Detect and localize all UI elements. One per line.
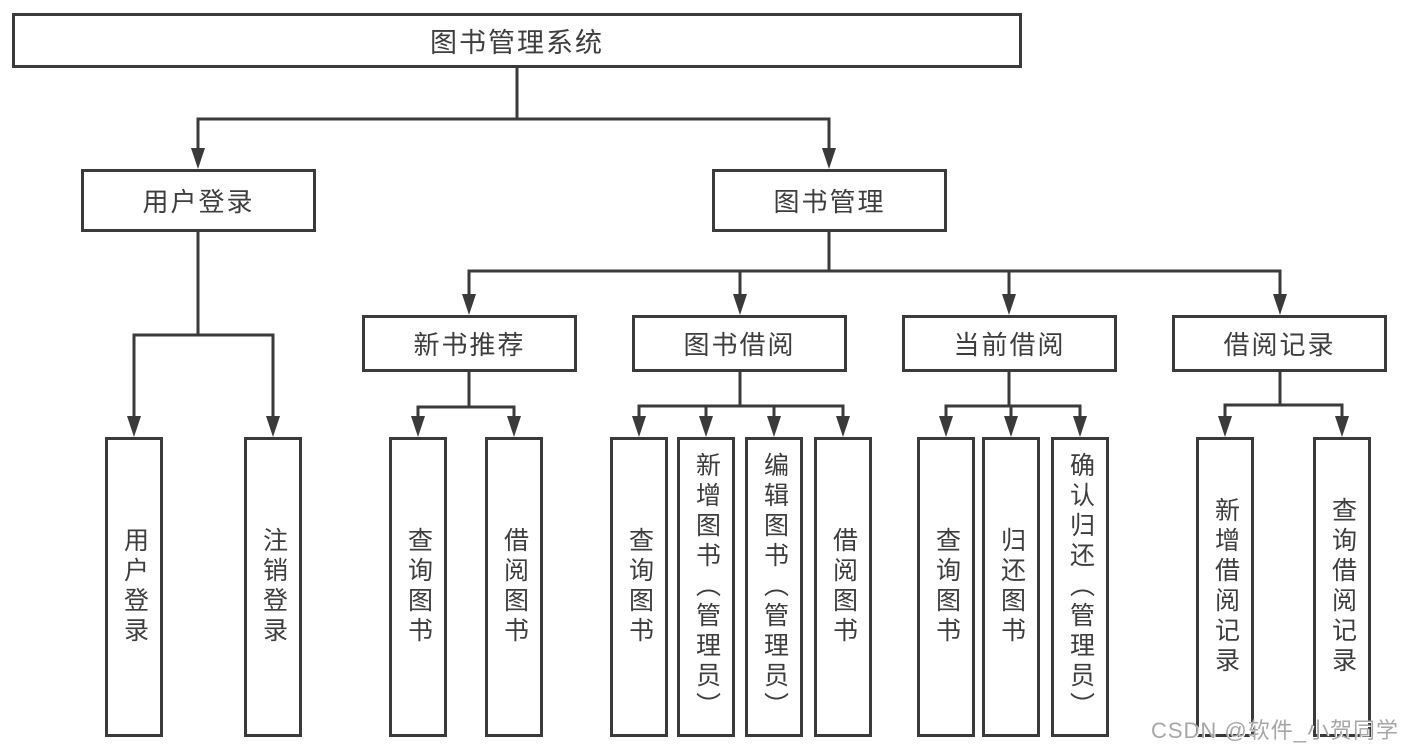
leaf-recommend-borrow-book: 借阅图书	[485, 437, 543, 737]
node-current-borrow: 当前借阅	[902, 315, 1117, 372]
leaf-record-query: 查询借阅记录	[1313, 437, 1371, 737]
node-label: 编辑图书（管理员）	[760, 452, 789, 722]
node-new-book-recommend: 新书推荐	[362, 315, 577, 372]
csdn-watermark: CSDN @软件_小贺同学	[1150, 718, 1399, 743]
node-label: 新增借阅记录	[1211, 497, 1240, 677]
node-label: 查询图书	[625, 527, 654, 647]
node-label: 确认归还（管理员）	[1066, 452, 1095, 722]
node-label: 用户登录	[120, 527, 149, 647]
node-label: 图书管理	[773, 187, 886, 217]
node-user-login: 用户登录	[81, 169, 316, 232]
leaf-user-login: 用户登录	[105, 437, 163, 737]
node-label: 借阅图书	[500, 527, 529, 647]
node-label: 图书借阅	[683, 330, 796, 360]
node-label: 借阅图书	[829, 527, 858, 647]
node-label: 当前借阅	[953, 330, 1066, 360]
leaf-current-confirm-return: 确认归还（管理员）	[1051, 437, 1109, 737]
node-label: 借阅记录	[1223, 330, 1336, 360]
leaf-borrow-borrow-book: 借阅图书	[814, 437, 872, 737]
leaf-borrow-query-book: 查询图书	[610, 437, 668, 737]
leaf-logout: 注销登录	[244, 437, 302, 737]
leaf-record-add: 新增借阅记录	[1196, 437, 1254, 737]
node-label: 用户登录	[142, 187, 255, 217]
node-borrow-record: 借阅记录	[1172, 315, 1387, 372]
node-label: 归还图书	[997, 527, 1026, 647]
node-label: 图书管理系统	[430, 28, 604, 58]
node-book-management: 图书管理	[712, 169, 947, 232]
leaf-recommend-query-book: 查询图书	[389, 437, 447, 737]
node-label: 新书推荐	[413, 330, 526, 360]
node-label: 注销登录	[259, 527, 288, 647]
node-label: 查询借阅记录	[1328, 497, 1357, 677]
node-library-management-system: 图书管理系统	[12, 13, 1022, 68]
node-label: 查询图书	[932, 527, 961, 647]
node-book-borrow: 图书借阅	[632, 315, 847, 372]
leaf-borrow-add-book: 新增图书（管理员）	[677, 437, 735, 737]
leaf-current-query-book: 查询图书	[917, 437, 975, 737]
leaf-current-return-book: 归还图书	[982, 437, 1040, 737]
leaf-borrow-edit-book: 编辑图书（管理员）	[745, 437, 803, 737]
node-label: 新增图书（管理员）	[692, 452, 721, 722]
node-label: 查询图书	[404, 527, 433, 647]
